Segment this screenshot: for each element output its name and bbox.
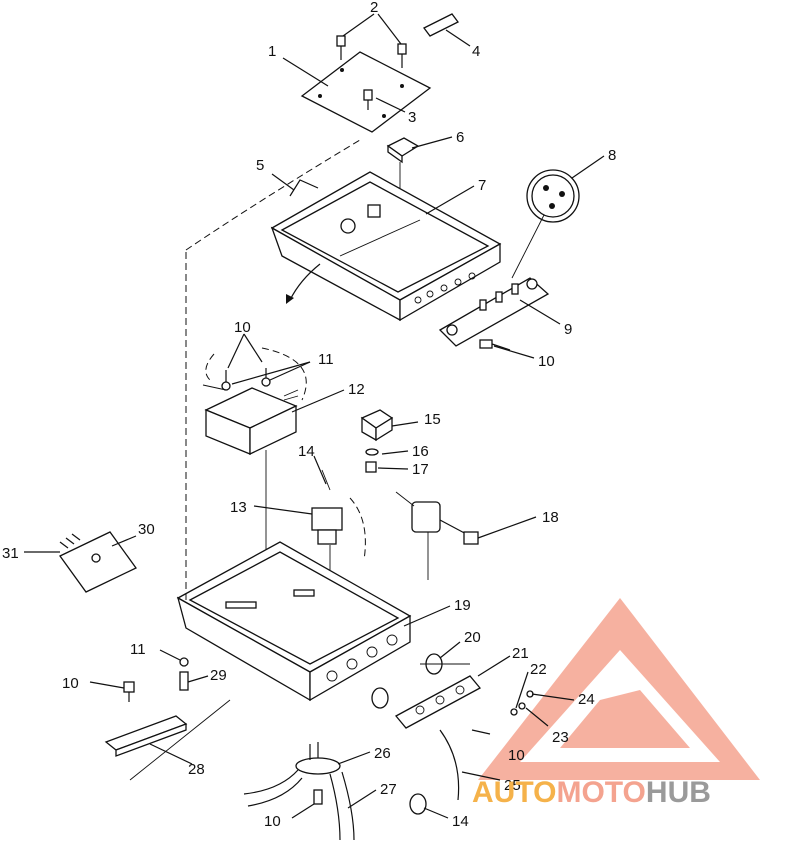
logo-m-shape (560, 690, 690, 748)
circuit-board (59, 531, 137, 593)
callout-25: 25 (504, 777, 521, 794)
callout-19: 19 (454, 597, 471, 614)
cover-plate (300, 35, 432, 133)
callout-14-top: 14 (298, 443, 315, 460)
wire-25 (439, 729, 460, 801)
sensor-26 (243, 742, 355, 841)
callout-20: 20 (464, 629, 481, 646)
callout-10-panel: 10 (538, 353, 555, 370)
callout-27: 27 (380, 781, 397, 798)
control-module (204, 387, 299, 610)
callout-1: 1 (268, 43, 276, 60)
lower-housing (176, 139, 412, 702)
bracket-28 (104, 699, 231, 781)
callout-18: 18 (542, 509, 559, 526)
callout-30: 30 (138, 521, 155, 538)
relay-15 (360, 409, 394, 473)
callout-24: 24 (578, 691, 595, 708)
callout-10-bottom: 10 (264, 813, 281, 830)
callout-5: 5 (256, 157, 264, 174)
leader-lines (24, 13, 605, 819)
fasteners-left (123, 657, 189, 702)
callout-10-top: 10 (234, 319, 251, 336)
side-panel (438, 277, 550, 347)
callout-13: 13 (230, 499, 247, 516)
watermark-text: AUTOMOTOHUB (472, 776, 711, 809)
watermark-auto: AUTOMOTOHUB (472, 776, 711, 809)
callout-2: 2 (370, 0, 378, 16)
callout-26: 26 (374, 745, 391, 762)
callout-6: 6 (456, 129, 464, 146)
callout-7: 7 (478, 177, 486, 194)
solenoid-13 (311, 469, 366, 590)
callout-4: 4 (472, 43, 480, 60)
callout-28: 28 (188, 761, 205, 778)
callout-9: 9 (564, 321, 572, 338)
callout-11-left: 11 (130, 641, 146, 658)
callout-10-left: 10 (62, 675, 79, 692)
callout-14-bottom: 14 (452, 813, 469, 830)
callout-21: 21 (512, 645, 529, 662)
callout-3: 3 (408, 109, 416, 126)
callout-22: 22 (530, 661, 547, 678)
connector-18 (395, 491, 479, 580)
grommets-and-plate (371, 653, 491, 735)
callout-10-plate: 10 (508, 747, 525, 764)
callout-23: 23 (552, 729, 569, 746)
callout-15: 15 (424, 411, 441, 428)
round-connector (511, 169, 580, 279)
callout-labels: 1 2 3 4 5 6 7 8 9 10 10 11 12 13 14 15 1… (2, 0, 616, 830)
callout-16: 16 (412, 443, 429, 460)
callout-29: 29 (210, 667, 227, 684)
fuse (423, 13, 459, 37)
callout-12: 12 (348, 381, 365, 398)
upper-cover (270, 171, 502, 322)
callout-8: 8 (608, 147, 616, 164)
callout-17: 17 (412, 461, 429, 478)
watermark-logo (478, 598, 760, 780)
wire-5 (289, 179, 319, 197)
callout-31: 31 (2, 545, 19, 562)
callout-11-top: 11 (318, 351, 334, 368)
screws-and-washers-top (202, 347, 307, 401)
screw-10a (479, 339, 511, 351)
cap-14-bottom (409, 793, 427, 815)
